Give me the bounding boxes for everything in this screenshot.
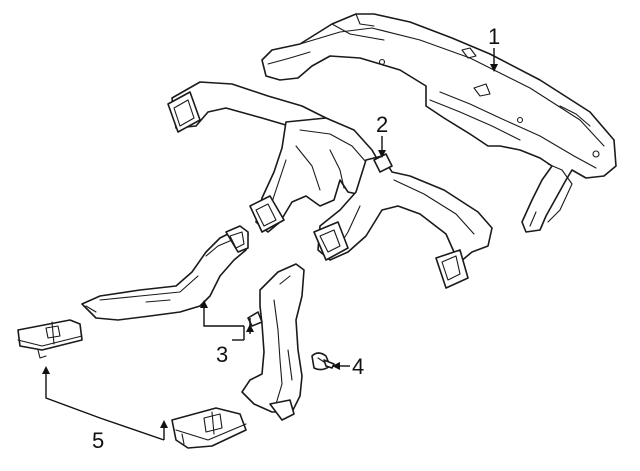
callout-1: 1 [488,24,500,49]
part-4-push-pin [311,352,335,371]
leader-5 [42,366,168,441]
part-5-vent-right [171,407,247,449]
leader-1 [490,48,498,72]
callout-2: 2 [376,112,388,137]
part-2-center-air-duct [167,81,493,289]
callout-4: 4 [352,354,364,379]
part-1-defroster-duct [261,13,617,233]
part-3-floor-duct-left [81,225,249,321]
leader-2 [378,136,386,158]
part-3-floor-duct-right [241,263,305,421]
leader-3 [200,300,254,341]
callout-5: 5 [92,428,104,453]
leader-4 [332,362,350,370]
callout-3: 3 [216,342,228,367]
part-5-vent-left [17,319,83,359]
